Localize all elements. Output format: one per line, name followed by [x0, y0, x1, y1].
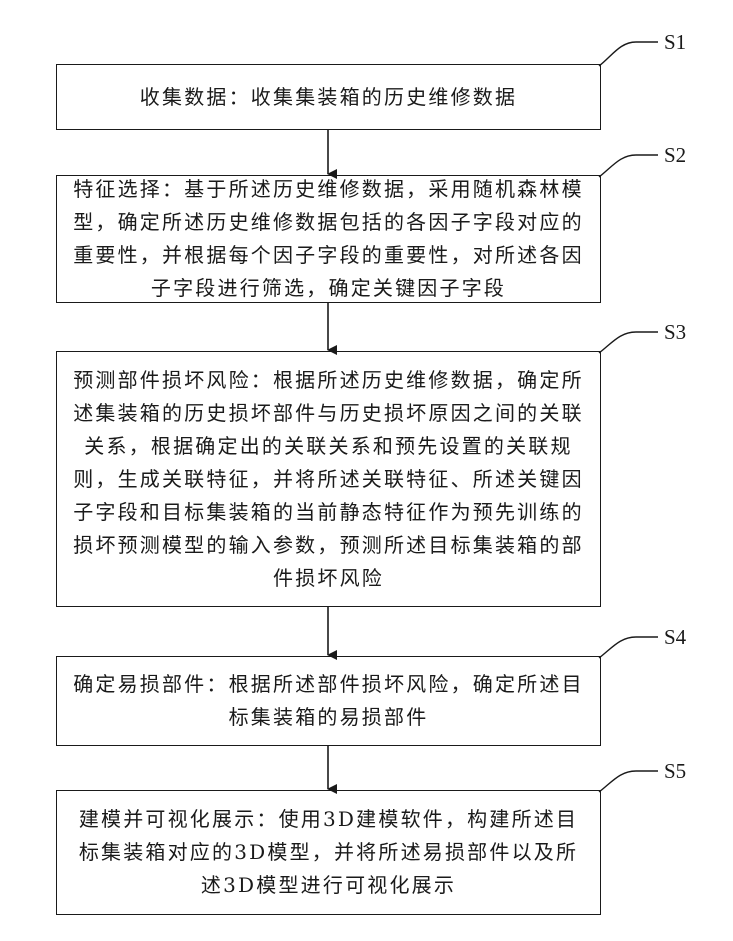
- step-text-s2: 特征选择：基于所述历史维修数据，采用随机森林模型，确定所述历史维修数据包括的各因…: [69, 173, 588, 305]
- step-label-s5: S5: [664, 759, 686, 784]
- leader-line-s1: [599, 42, 658, 66]
- step-box-s5: 建模并可视化展示：使用3D建模软件，构建所述目标集装箱对应的3D模型，并将所述易…: [56, 790, 601, 915]
- step-box-s1: 收集数据：收集集装箱的历史维修数据: [56, 64, 601, 130]
- step-text-s3: 预测部件损坏风险：根据所述历史维修数据，确定所述集装箱的历史损坏部件与历史损坏原…: [69, 364, 588, 595]
- step-box-s3: 预测部件损坏风险：根据所述历史维修数据，确定所述集装箱的历史损坏部件与历史损坏原…: [56, 351, 601, 607]
- step-label-s4: S4: [664, 625, 686, 650]
- step-text-s5: 建模并可视化展示：使用3D建模软件，构建所述目标集装箱对应的3D模型，并将所述易…: [69, 803, 588, 902]
- step-text-s4: 确定易损部件：根据所述部件损坏风险，确定所述目标集装箱的易损部件: [69, 668, 588, 734]
- step-label-s3: S3: [664, 320, 686, 345]
- step-box-s2: 特征选择：基于所述历史维修数据，采用随机森林模型，确定所述历史维修数据包括的各因…: [56, 175, 601, 303]
- step-label-s1: S1: [664, 30, 686, 55]
- step-box-s4: 确定易损部件：根据所述部件损坏风险，确定所述目标集装箱的易损部件: [56, 656, 601, 746]
- leader-line-s5: [599, 771, 658, 792]
- leader-line-s4: [599, 637, 658, 658]
- step-label-s2: S2: [664, 143, 686, 168]
- step-text-s1: 收集数据：收集集装箱的历史维修数据: [69, 81, 588, 114]
- leader-line-s2: [599, 155, 658, 177]
- leader-line-s3: [599, 332, 658, 353]
